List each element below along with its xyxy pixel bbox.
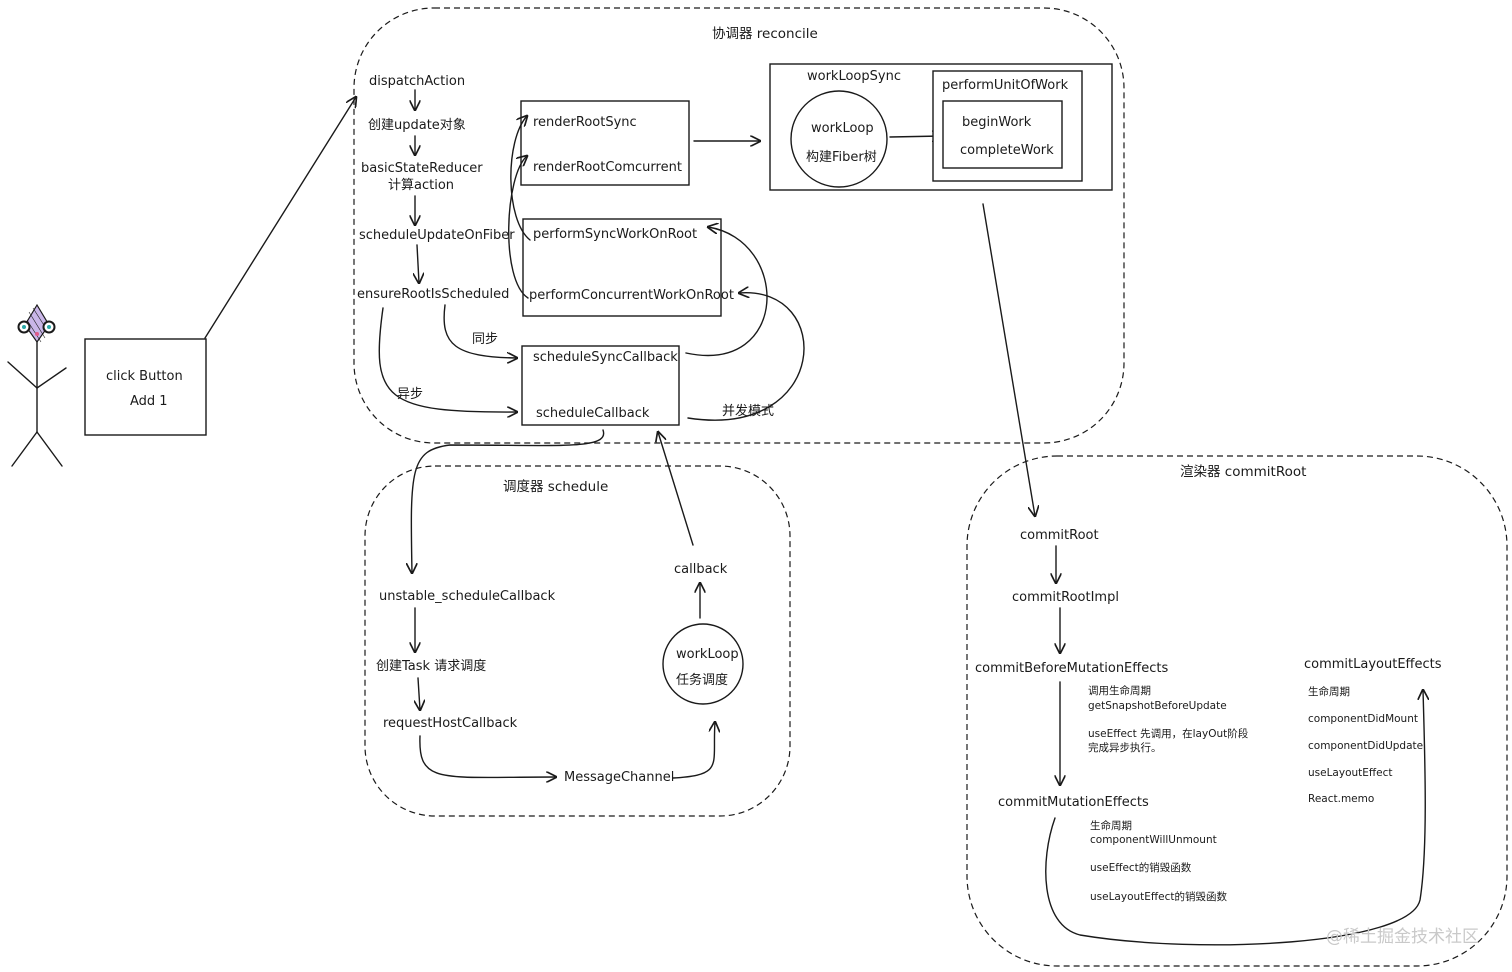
perform-work-box: performSyncWorkOnRoot performConcurrentW… [522,218,734,317]
arrow-callback-to-schedule-callback [658,432,694,546]
create-task: 创建Task 请求调度 [376,658,486,674]
arrow-ensure-to-schedule-callback [378,307,517,412]
schedule-sync-callback: scheduleSyncCallback [533,350,678,365]
arrow-mutation-to-layout [1045,690,1425,946]
l-note-3: componentDidUpdate [1308,740,1423,752]
commit-mutation-effects: commitMutationEffects [998,795,1149,810]
commit-root: commitRoot [1020,528,1099,543]
schedule-callback: scheduleCallback [536,406,650,421]
basic-state-reducer: basicStateReducer [361,161,483,176]
unstable-schedule-callback: unstable_scheduleCallback [379,589,556,604]
message-channel: MessageChannel [564,770,674,785]
m-note-2: componentWillUnmount [1090,834,1217,846]
work-loop-label: workLoop [811,121,874,136]
m-note-1: 生命周期 [1090,819,1132,832]
schedule-update-on-fiber: scheduleUpdateOnFiber [359,228,515,243]
watermark: @稀土掘金技术社区 [1326,927,1479,947]
add-one-label: Add 1 [130,394,168,409]
create-update: 创建update对象 [368,118,466,133]
arrow-schedule-callback-to-unstable [411,429,605,573]
arrow-perform-concurrent-to-render-concurrent [508,156,528,299]
scheduler-work-loop-label: workLoop [676,647,739,662]
schedule-title: 调度器 schedule [503,479,608,495]
work-loop-circle [790,90,888,188]
arrow [417,244,419,283]
render-root-box: renderRootSync renderRootComcurrent [520,100,690,186]
arrow-ensure-to-sync-callback [443,304,517,358]
perform-sync-work-on-root: performSyncWorkOnRoot [533,227,697,242]
perform-concurrent-work-on-root: performConcurrentWorkOnRoot [529,288,734,303]
stick-figure-icon [7,303,67,467]
click-button-box[interactable]: click Button Add 1 [84,338,207,436]
build-fiber-label: 构建Fiber树 [806,150,877,165]
render-root-sync: renderRootSync [533,115,637,130]
dispatch-action: dispatchAction [369,74,465,89]
arrow-perform-sync-to-render-sync [510,116,531,241]
perform-unit-of-work: performUnitOfWork [942,78,1069,93]
request-host-callback: requestHostCallback [383,716,518,731]
arrow-request-to-message-channel [419,735,556,777]
begin-work: beginWork [962,115,1032,130]
compute-action: 计算action [388,178,454,193]
async-label: 异步 [397,387,423,402]
begin-complete-box [942,100,1063,169]
sync-label: 同步 [472,332,498,347]
arrow-workloop-to-commit [982,203,1035,516]
commit-title: 渲染器 commitRoot [1180,464,1306,480]
reconcile-region [353,7,1125,444]
arrow-message-channel-to-workloop [672,722,715,779]
commit-region [966,455,1508,967]
l-note-5: React.memo [1308,793,1374,805]
arrow-sync-callback-to-perform-sync [685,227,768,356]
schedule-callback-box: scheduleSyncCallback scheduleCallback [521,345,680,426]
concurrent-mode-label: 并发模式 [722,403,774,419]
task-schedule-label: 任务调度 [676,672,728,688]
m-note-4: useLayoutEffect的销毁函数 [1090,890,1227,903]
commit-layout-effects: commitLayoutEffects [1304,657,1442,672]
commit-root-impl: commitRootImpl [1012,590,1119,605]
reconcile-title: 协调器 reconcile [712,26,818,42]
bm-note-3: useEffect 先调用，在layOut阶段 [1088,727,1249,740]
bm-note-1: 调用生命周期 [1088,684,1151,697]
arrow-button-to-dispatch [204,97,356,339]
l-note-4: useLayoutEffect [1308,767,1393,779]
work-loop-sync-box: workLoopSync workLoop 构建Fiber树 performUn… [769,63,1113,191]
l-note-1: 生命周期 [1308,685,1350,698]
callback-label: callback [674,562,728,577]
render-root-concurrent: renderRootComcurrent [533,160,682,175]
work-loop-sync-title: workLoopSync [807,69,901,84]
bm-note-2: getSnapshotBeforeUpdate [1088,700,1227,712]
l-note-2: componentDidMount [1308,713,1418,725]
bm-note-4: 完成异步执行。 [1088,741,1162,754]
click-button-label: click Button [106,369,183,384]
commit-before-mutation-effects: commitBeforeMutationEffects [975,661,1168,676]
ensure-root-is-scheduled: ensureRootIsScheduled [357,287,509,302]
arrow [418,677,420,710]
arrow-schedule-callback-to-perform-concurrent [687,293,805,421]
m-note-3: useEffect的销毁函数 [1090,861,1192,874]
scheduler-work-loop-circle [662,623,744,705]
complete-work: completeWork [960,143,1054,158]
schedule-region [364,465,791,817]
